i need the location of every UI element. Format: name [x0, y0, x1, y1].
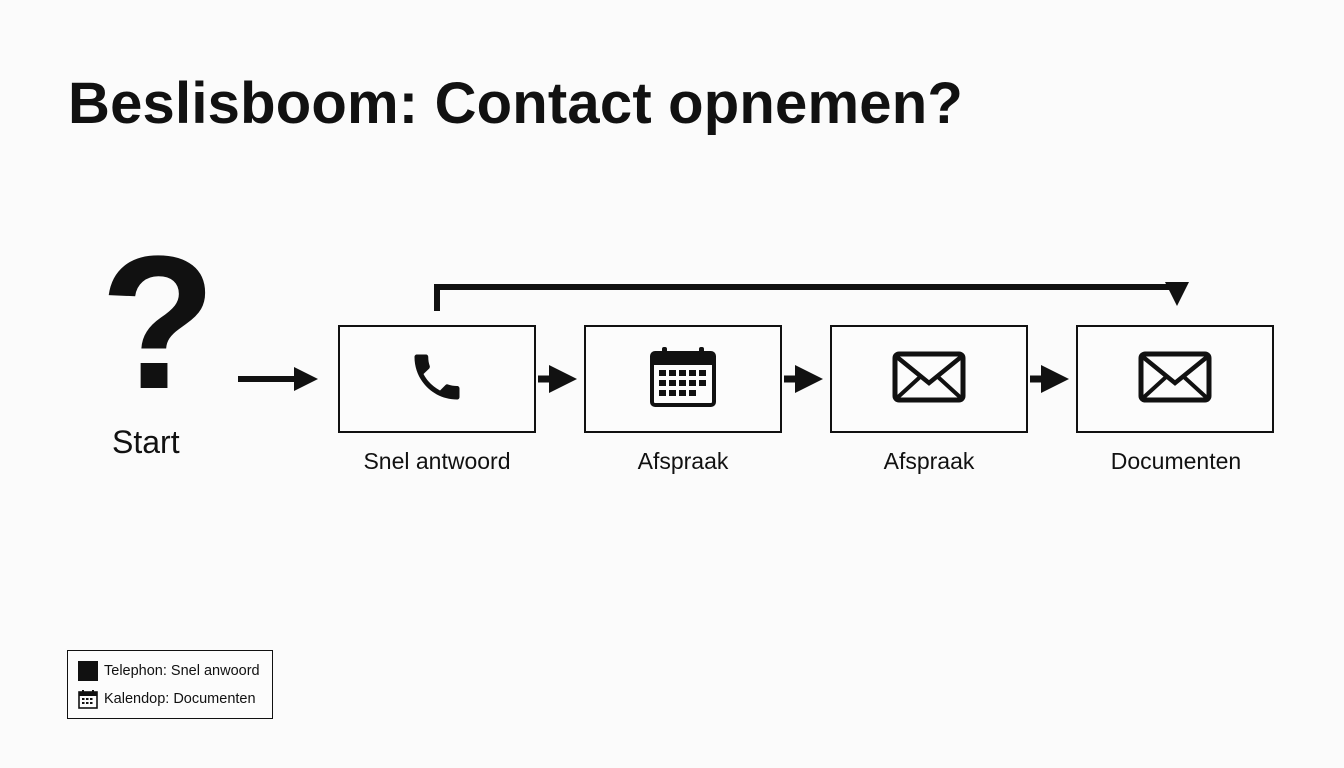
envelope-icon	[892, 351, 966, 408]
node-label-4: Documenten	[1110, 448, 1242, 474]
flow-node-2	[584, 325, 782, 433]
calendar-icon	[649, 346, 717, 413]
legend-text: Telephon: Snel anwoord	[104, 663, 260, 679]
legend-text: Kalendop: Documenten	[104, 691, 256, 707]
node-label-1: Snel antwoord	[363, 448, 511, 474]
calendar-icon	[78, 689, 98, 709]
flow-node-4	[1076, 325, 1274, 433]
flow-node-3	[830, 325, 1028, 433]
node-label-2: Afspraak	[637, 448, 729, 474]
envelope-icon	[1138, 351, 1212, 408]
phone-icon	[407, 347, 467, 412]
bypass-arrow	[434, 282, 1189, 311]
flow-node-1	[338, 325, 536, 433]
question-mark-icon: ?	[100, 217, 217, 429]
legend-item-calendar: Kalendop: Documenten	[78, 689, 256, 709]
start-label: Start	[112, 424, 180, 460]
solid-square-icon	[78, 661, 98, 681]
legend: Telephon: Snel anwoord Kalendop: Documen…	[67, 650, 273, 719]
node-label-3: Afspraak	[883, 448, 975, 474]
legend-item-telephone: Telephon: Snel anwoord	[78, 661, 260, 681]
page-title: Beslisboom: Contact opnemen?	[68, 71, 963, 136]
